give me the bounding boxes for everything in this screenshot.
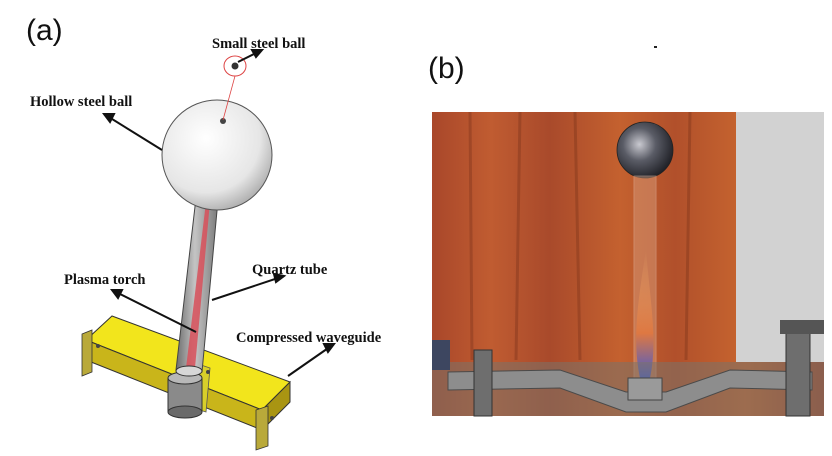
label-small-steel-ball: Small steel ball [212, 36, 306, 52]
tiny-mark [654, 46, 657, 48]
panel-label-b: (b) [428, 52, 465, 85]
label-compressed-waveguide: Compressed waveguide [236, 330, 382, 346]
photo-panel [432, 111, 824, 417]
leader-arrows [102, 49, 336, 377]
quartz-tube-shape [175, 197, 219, 377]
label-plasma-torch: Plasma torch [64, 272, 146, 288]
torch-base [167, 371, 203, 419]
label-quartz-tube: Quartz tube [252, 262, 328, 278]
hollow-steel-ball-shape [161, 99, 273, 211]
panel-label-a: (a) [26, 14, 63, 47]
small-steel-ball-shape [222, 55, 247, 121]
label-hollow-steel-ball: Hollow steel ball [30, 94, 133, 110]
